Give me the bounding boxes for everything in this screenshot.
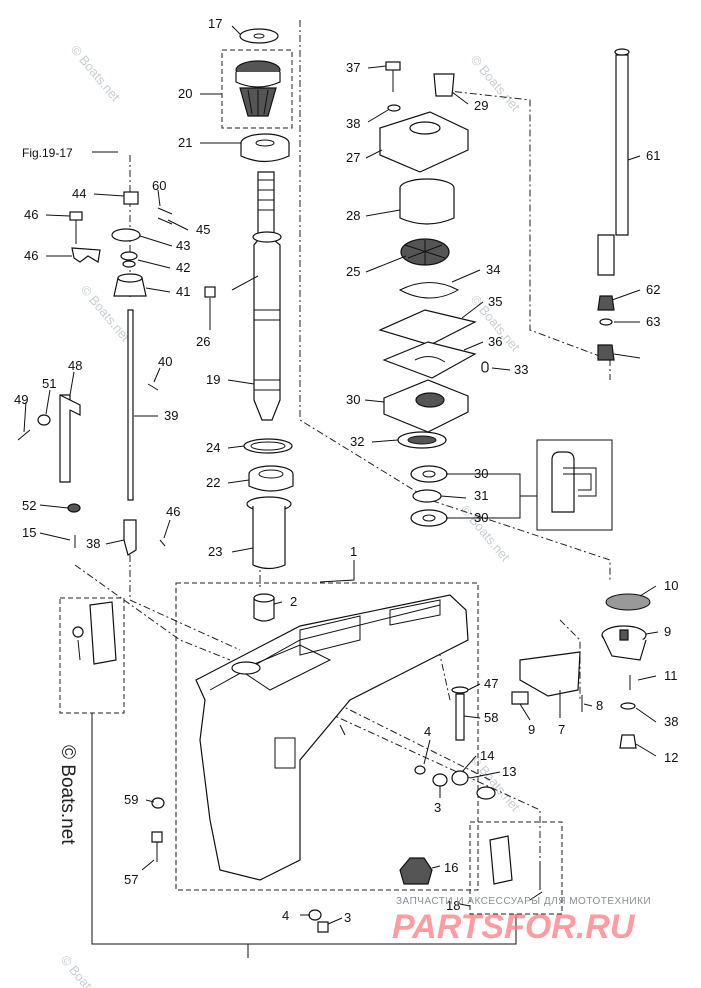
callout-12: 13 [502,764,516,779]
callout-25: 26 [196,334,210,349]
callout-1: 1 [350,544,357,559]
callout-31: 31 [474,488,488,503]
callout-55: 59 [124,792,138,807]
callout-18: 19 [206,372,220,387]
bracket-61 [91,713,517,945]
water-tube-parts [597,48,630,361]
callout-35: 35 [488,294,502,309]
callout-50: 48 [68,358,82,373]
gearcase-box [175,582,479,891]
callout-39: 38 [86,536,100,551]
callout-14: 15 [22,525,36,540]
callout-6: 8 [596,698,603,713]
callout-40: 39 [164,408,178,423]
callout-33: 33 [514,362,528,377]
brand-tagline: ЗАПЧАСТИ И АКСЕССУАРЫ ДЛЯ МОТОТЕХНИКИ [396,896,651,907]
callout-20: 21 [178,135,192,150]
water-pump-parts [378,61,489,527]
callout-27: 28 [346,208,360,223]
callout-5: 7 [558,722,565,737]
watermark: © Boats.net [468,752,524,814]
callout-32: 32 [350,434,364,449]
callout-53: 57 [124,872,138,887]
callout-13: 14 [480,748,494,763]
callout-37: 37 [346,60,360,75]
callout-2: 2 [290,594,297,609]
callout-3: 3 [434,800,441,815]
callout-labels: 17 20 21 Fig.19-17 37 29 38 27 61 44 60 … [14,16,678,925]
callout-29: 30 [346,392,360,407]
callout-21: 22 [206,475,220,490]
callout-22: 23 [208,544,222,559]
callout-4: 4 [424,724,431,739]
figure-ref: Fig.19-17 [22,146,73,160]
bearing-kit-box [221,49,293,129]
callout-28: 29 [474,98,488,113]
callout-42: 41 [176,284,190,299]
brand-name: PARTSFOR.RU [392,908,636,946]
callout-17: 18 [446,898,460,913]
callout-46-lower: 46 [166,504,180,519]
brand-watermark: ЗАПЧАСТИ И АКСЕССУАРЫ ДЛЯ МОТОТЕХНИКИ PA… [392,896,651,946]
callout-57: 61 [646,148,660,163]
callout-52: 51 [42,376,56,391]
callout-56: 60 [152,178,166,193]
assembly-lines [74,20,611,880]
watermark: © Boats.net [58,952,114,988]
callout-23: 24 [206,440,220,455]
callout-9: 10 [664,578,678,593]
copyright: © Boats.net [57,745,78,845]
callout-24: 25 [346,264,360,279]
callout-36: 36 [488,334,502,349]
callout-30-top: 30 [474,466,488,481]
callout-34: 34 [486,262,500,277]
drive-shaft-parts [204,28,294,622]
gearcase-housing [195,594,469,881]
callout-43: 42 [176,260,190,275]
callout-11: 12 [664,750,678,765]
callout-3-lower: 3 [344,910,351,925]
callout-59: 63 [646,314,660,329]
callout-45: 44 [72,186,86,201]
callout-47: 46 [24,248,38,263]
callout-51: 49 [14,392,28,407]
callout-30-bottom: 30 [474,510,488,525]
leader-lines [23,25,659,925]
shift-rod-parts [17,191,173,556]
callout-48: 46 [24,207,38,222]
callout-19: 20 [178,86,192,101]
callout-46: 45 [196,222,210,237]
watermark: © Boats.net [68,42,124,104]
callout-4-lower: 4 [282,908,289,923]
inset-detail [551,451,597,513]
callout-52-lower: 52 [22,498,36,513]
callout-7: 9 [528,722,535,737]
anode-box-right [469,821,563,915]
callout-26: 27 [346,150,360,165]
callout-15: 16 [444,860,458,875]
callout-8: 9 [664,624,671,639]
callout-49: 47 [484,676,498,691]
callout-38-right: 38 [664,714,678,729]
callout-16: 17 [208,16,222,31]
callout-54: 58 [484,710,498,725]
callout-44: 43 [176,238,190,253]
callout-41: 40 [158,354,172,369]
callout-38: 38 [346,116,360,131]
callout-58: 62 [646,282,660,297]
screen [605,593,651,611]
lower-right-parts [72,593,651,933]
callout-10: 11 [664,668,678,683]
